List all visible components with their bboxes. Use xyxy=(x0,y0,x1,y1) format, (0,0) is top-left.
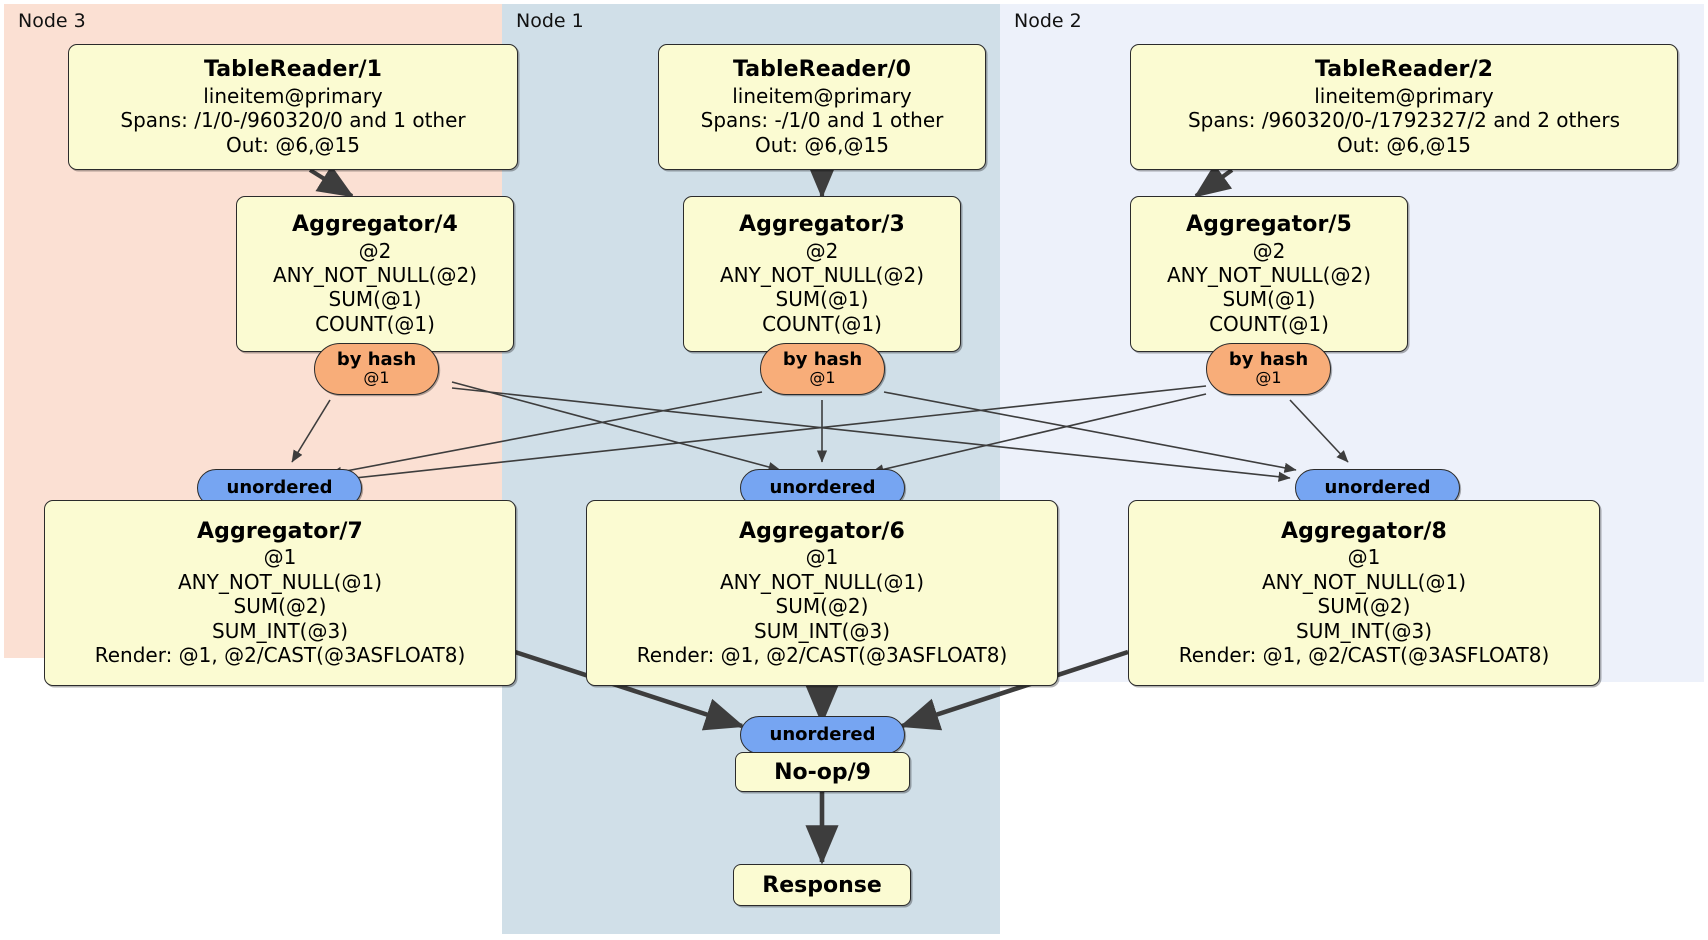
processor-table-reader-1[interactable]: TableReader/1 lineitem@primary Spans: /1… xyxy=(68,44,518,170)
router-by-hash-middle[interactable]: by hash @1 xyxy=(760,343,885,395)
router-label: by hash xyxy=(782,349,863,371)
processor-line: Out: @6,@15 xyxy=(755,132,889,157)
cluster-label-node1: Node 1 xyxy=(516,10,584,32)
processor-line: @1 xyxy=(263,545,297,570)
processor-aggregator-5[interactable]: Aggregator/5 @2 ANY_NOT_NULL(@2) SUM(@1)… xyxy=(1130,196,1408,352)
processor-line: SUM_INT(@3) xyxy=(1296,618,1432,643)
router-by-hash-right[interactable]: by hash @1 xyxy=(1206,343,1331,395)
processor-title: Aggregator/5 xyxy=(1186,211,1352,237)
cluster-label-node2: Node 2 xyxy=(1014,10,1082,32)
processor-line: Render: @1, @2/CAST(@3ASFLOAT8) xyxy=(94,643,466,667)
processor-aggregator-7[interactable]: Aggregator/7 @1 ANY_NOT_NULL(@1) SUM(@2)… xyxy=(44,500,516,686)
processor-title: TableReader/0 xyxy=(732,57,912,82)
processor-line: lineitem@primary xyxy=(732,83,912,108)
synchronizer-label: unordered xyxy=(769,476,876,498)
router-label: by hash xyxy=(336,349,417,371)
processor-line: SUM(@2) xyxy=(233,594,327,619)
router-sublabel: @1 xyxy=(809,368,836,388)
processor-line: ANY_NOT_NULL(@1) xyxy=(720,569,924,594)
processor-line: Render: @1, @2/CAST(@3ASFLOAT8) xyxy=(636,643,1008,667)
processor-aggregator-8[interactable]: Aggregator/8 @1 ANY_NOT_NULL(@1) SUM(@2)… xyxy=(1128,500,1600,686)
processor-line: COUNT(@1) xyxy=(315,311,435,336)
processor-line: SUM(@2) xyxy=(775,594,869,619)
processor-table-reader-0[interactable]: TableReader/0 lineitem@primary Spans: -/… xyxy=(658,44,986,170)
processor-title: Aggregator/3 xyxy=(739,211,905,237)
processor-title: Aggregator/7 xyxy=(197,518,363,544)
processor-line: lineitem@primary xyxy=(203,83,383,108)
processor-line: ANY_NOT_NULL(@1) xyxy=(178,569,382,594)
processor-line: SUM(@1) xyxy=(328,287,422,312)
processor-line: Spans: /1/0-/960320/0 and 1 other xyxy=(120,108,466,133)
router-sublabel: @1 xyxy=(363,368,390,388)
processor-line: SUM_INT(@3) xyxy=(212,618,348,643)
processor-line: ANY_NOT_NULL(@1) xyxy=(1262,569,1466,594)
processor-line: SUM(@1) xyxy=(1222,287,1316,312)
processor-aggregator-3[interactable]: Aggregator/3 @2 ANY_NOT_NULL(@2) SUM(@1)… xyxy=(683,196,961,352)
processor-line: Out: @6,@15 xyxy=(1337,132,1471,157)
synchronizer-label: unordered xyxy=(769,723,876,745)
processor-line: ANY_NOT_NULL(@2) xyxy=(720,263,924,288)
processor-line: Render: @1, @2/CAST(@3ASFLOAT8) xyxy=(1178,643,1550,667)
processor-title: Aggregator/4 xyxy=(292,211,458,237)
processor-response[interactable]: Response xyxy=(733,864,911,906)
synchronizer-unordered-final[interactable]: unordered xyxy=(740,716,905,754)
processor-line: SUM(@2) xyxy=(1317,594,1411,619)
processor-line: lineitem@primary xyxy=(1314,83,1494,108)
router-sublabel: @1 xyxy=(1255,368,1282,388)
processor-line: ANY_NOT_NULL(@2) xyxy=(273,263,477,288)
processor-line: @2 xyxy=(805,238,839,263)
router-by-hash-left[interactable]: by hash @1 xyxy=(314,343,439,395)
processor-title: TableReader/2 xyxy=(1314,57,1494,82)
processor-table-reader-2[interactable]: TableReader/2 lineitem@primary Spans: /9… xyxy=(1130,44,1678,170)
processor-line: @2 xyxy=(1252,238,1286,263)
processor-line: @1 xyxy=(1347,545,1381,570)
processor-line: @2 xyxy=(358,238,392,263)
router-label: by hash xyxy=(1228,349,1309,371)
processor-line: ANY_NOT_NULL(@2) xyxy=(1167,263,1371,288)
processor-line: SUM(@1) xyxy=(775,287,869,312)
processor-aggregator-6[interactable]: Aggregator/6 @1 ANY_NOT_NULL(@1) SUM(@2)… xyxy=(586,500,1058,686)
processor-title: Response xyxy=(762,872,882,898)
processor-line: Spans: -/1/0 and 1 other xyxy=(700,108,944,133)
processor-title: No-op/9 xyxy=(774,759,871,785)
processor-title: Aggregator/6 xyxy=(739,518,905,544)
processor-line: @1 xyxy=(805,545,839,570)
synchronizer-label: unordered xyxy=(1324,476,1431,498)
cluster-label-node3: Node 3 xyxy=(18,10,86,32)
processor-aggregator-4[interactable]: Aggregator/4 @2 ANY_NOT_NULL(@2) SUM(@1)… xyxy=(236,196,514,352)
processor-line: COUNT(@1) xyxy=(1209,311,1329,336)
processor-line: COUNT(@1) xyxy=(762,311,882,336)
synchronizer-label: unordered xyxy=(226,476,333,498)
processor-title: TableReader/1 xyxy=(203,57,383,82)
processor-line: Spans: /960320/0-/1792327/2 and 2 others xyxy=(1187,108,1620,133)
processor-line: SUM_INT(@3) xyxy=(754,618,890,643)
processor-line: Out: @6,@15 xyxy=(226,132,360,157)
processor-noop-9[interactable]: No-op/9 xyxy=(735,752,910,792)
processor-title: Aggregator/8 xyxy=(1281,518,1447,544)
